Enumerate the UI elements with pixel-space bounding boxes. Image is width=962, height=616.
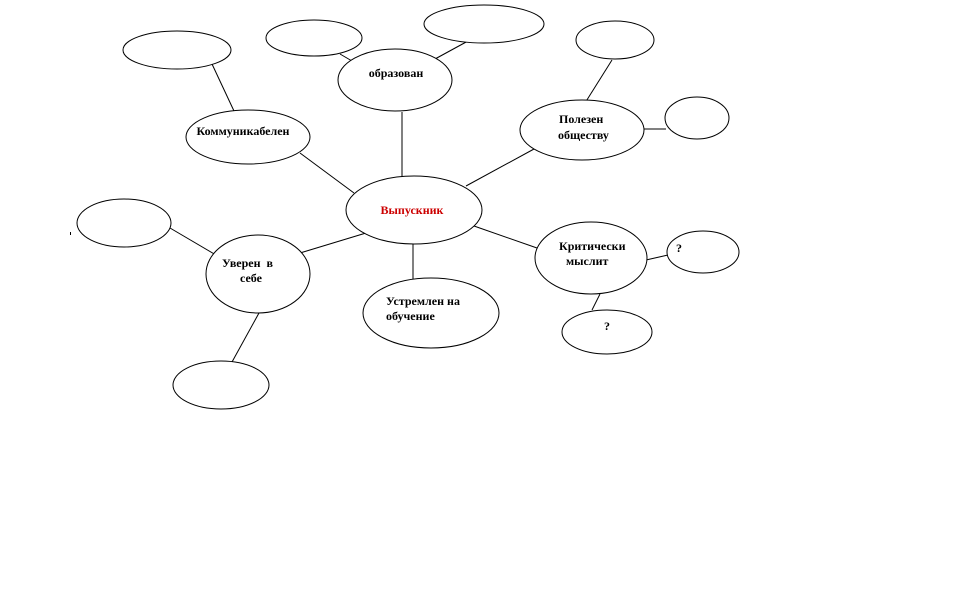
node-shapes	[76, 4, 740, 410]
line-uveren-empty-bottom	[231, 312, 260, 363]
line-obrazovan-empty-right	[434, 40, 469, 60]
line-obrazovan-empty-left	[339, 53, 353, 62]
node-kommunikabelen	[185, 109, 311, 165]
line-center-kommunikabelen	[299, 152, 355, 194]
line-polezen-empty-top	[584, 59, 613, 104]
line-center-uveren	[299, 232, 367, 254]
label-polezen-line2: обществу	[558, 128, 609, 142]
node-empty-bottom-left	[172, 360, 270, 410]
label-question-2: ?	[604, 319, 610, 333]
label-ustremlen-line2: обучение	[386, 309, 435, 323]
line-kriticheski-question-2	[591, 293, 601, 311]
label-kriticheski-line1: Критически	[559, 239, 626, 253]
connector-lines	[169, 40, 669, 363]
node-labels: Выпускник образован Коммуникабелен Полез…	[197, 66, 682, 333]
node-uveren	[205, 234, 311, 314]
stray-mark	[70, 232, 71, 235]
node-kriticheski	[534, 221, 648, 295]
label-kommunikabelen: Коммуникабелен	[197, 124, 290, 138]
node-empty-top-right	[423, 4, 545, 44]
label-obrazovan: образован	[369, 66, 424, 80]
label-uveren-line2: себе	[240, 271, 263, 285]
center-label: Выпускник	[381, 203, 444, 217]
node-ustremlen	[362, 277, 500, 349]
line-kriticheski-question-1	[645, 254, 669, 261]
node-question-2	[561, 309, 653, 355]
line-center-kriticheski	[473, 225, 538, 249]
line-kommunikabelen-empty	[211, 63, 235, 112]
label-ustremlen-line1: Устремлен на	[386, 294, 460, 308]
label-kriticheski-line2: мыслит	[566, 254, 609, 268]
node-empty-left	[76, 198, 172, 248]
node-question-1	[666, 230, 740, 274]
node-polezen	[519, 99, 645, 161]
node-empty-top-center	[265, 19, 363, 57]
line-center-polezen	[465, 148, 535, 187]
label-question-1: ?	[676, 241, 682, 255]
node-empty-right	[664, 96, 730, 140]
node-obrazovan	[337, 48, 453, 112]
node-center	[345, 175, 483, 245]
node-empty-upper-right	[575, 20, 655, 60]
label-uveren-line1: Уверен в	[222, 256, 274, 270]
label-polezen-line1: Полезен	[559, 112, 603, 126]
line-uveren-empty-left	[169, 227, 217, 256]
node-empty-top-left	[122, 30, 232, 70]
